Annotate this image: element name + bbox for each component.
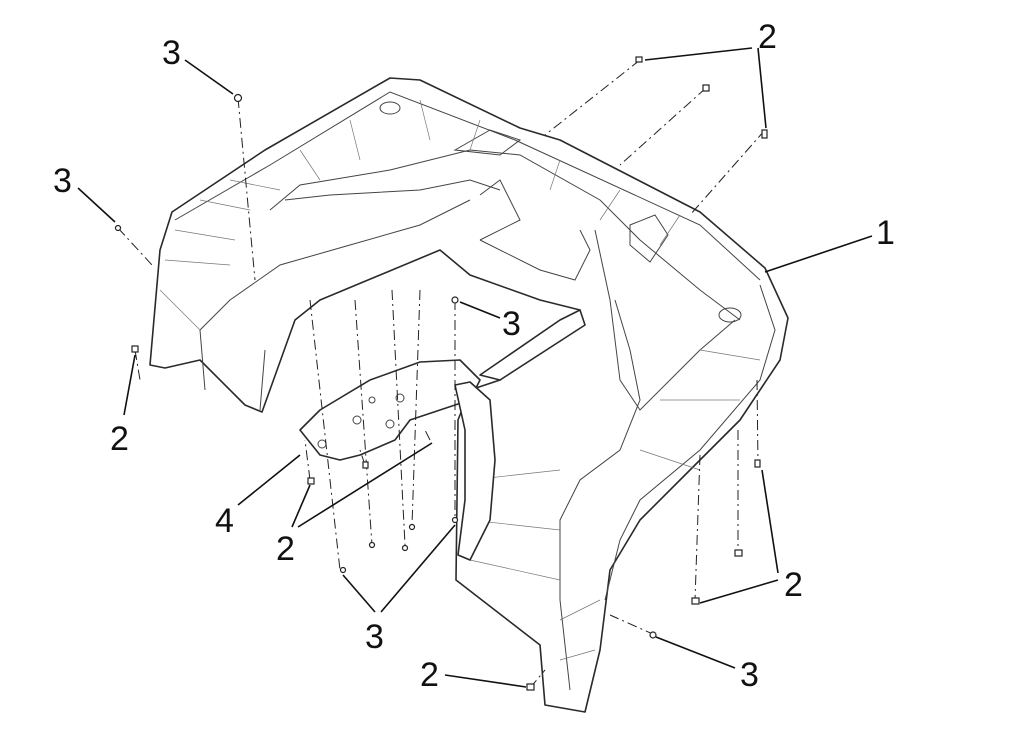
- fasteners: [114, 56, 768, 691]
- nut-icon: [754, 459, 761, 468]
- screw-icon: [339, 566, 347, 574]
- screw-icon: [368, 541, 376, 549]
- nut-icon: [761, 129, 768, 139]
- nut-icon: [702, 84, 710, 92]
- nut-icon: [635, 56, 643, 63]
- assembly-axes: [117, 59, 766, 689]
- callout-2-top: 2: [758, 18, 777, 56]
- callout-3-bottom-right: 3: [740, 656, 759, 694]
- callout-1: 1: [876, 214, 895, 252]
- screw-icon: [451, 516, 459, 524]
- callout-4: 4: [215, 502, 234, 540]
- callout-2-left: 2: [110, 420, 129, 458]
- nut-icon: [526, 683, 535, 691]
- mud-flap-bracket-part: [299, 309, 586, 561]
- callout-3-center: 3: [502, 305, 521, 343]
- nut-icon: [131, 345, 139, 353]
- nut-icon: [307, 477, 315, 485]
- screw-icon: [114, 224, 122, 232]
- nut-icon: [362, 461, 369, 469]
- callout-2-right: 2: [784, 566, 803, 604]
- leader-lines: [77, 47, 873, 688]
- screw-icon: [233, 93, 243, 103]
- callout-3-bottom: 3: [365, 618, 384, 656]
- nut-icon: [691, 597, 700, 605]
- callout-2-bottom: 2: [420, 656, 439, 694]
- screw-icon: [649, 631, 657, 639]
- callout-3-top-left: 3: [162, 34, 181, 72]
- nut-icon: [734, 549, 743, 557]
- callout-3-left: 3: [53, 162, 72, 200]
- callout-2-bracket: 2: [276, 530, 295, 568]
- screw-icon: [408, 523, 416, 531]
- screw-icon: [451, 296, 459, 304]
- screw-icon: [401, 544, 409, 552]
